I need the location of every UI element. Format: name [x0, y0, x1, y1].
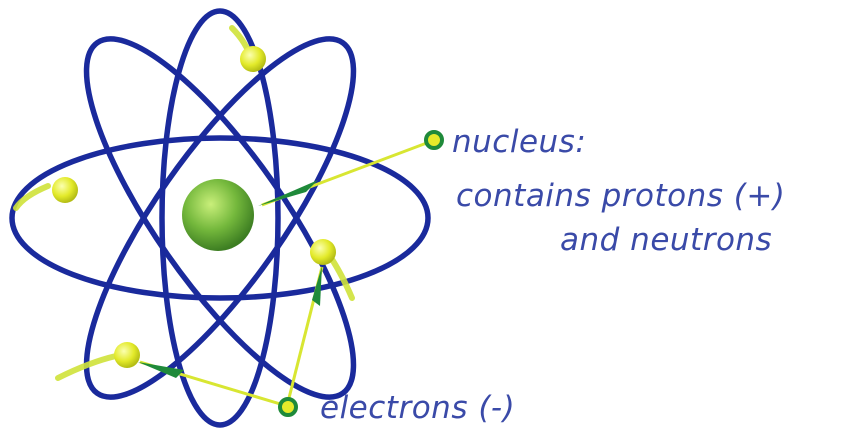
- orbit-diagonal-right: [83, 36, 357, 400]
- nucleus-label-line2: and neutrons: [560, 222, 772, 258]
- electron-right: [310, 239, 336, 265]
- orbits: [9, 8, 431, 428]
- nucleus-pointer: [258, 130, 444, 207]
- nucleus-label-line1: contains protons (+): [456, 178, 785, 214]
- electron-pointers: [138, 266, 324, 417]
- nucleus: [182, 179, 254, 251]
- electron-bottom-left: [114, 342, 140, 368]
- electron-left: [52, 177, 78, 203]
- electron-pointer-arrow-up: [312, 266, 322, 306]
- nucleus-pointer-arrow: [258, 180, 318, 206]
- orbit-horizontal: [9, 135, 431, 301]
- electron-pointer-arrow-left: [138, 362, 184, 378]
- electron-top: [240, 46, 266, 72]
- electrons-label: electrons (-): [320, 390, 515, 426]
- electrons-pointer-marker: [278, 397, 298, 417]
- orbit-diagonal-left: [83, 36, 357, 400]
- electrons: [52, 46, 336, 368]
- nucleus-label-title: nucleus:: [452, 124, 586, 160]
- orbit-vertical: [159, 8, 281, 428]
- nucleus-pointer-marker: [424, 130, 444, 150]
